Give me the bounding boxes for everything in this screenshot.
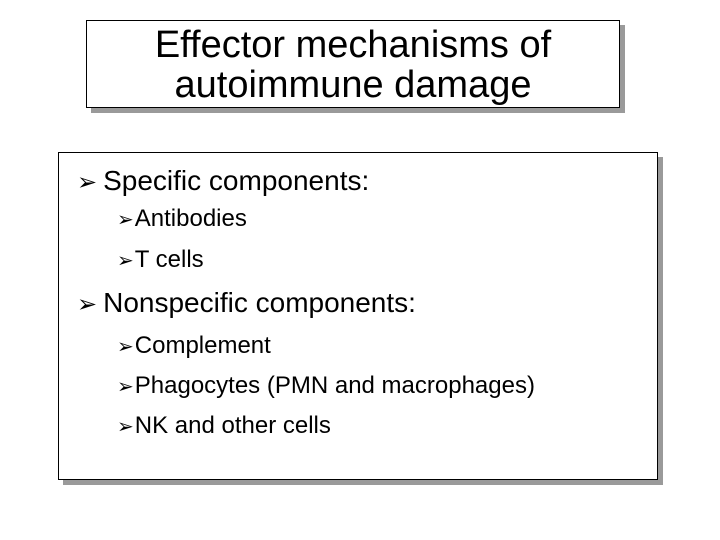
slide-title-line-1: Effector mechanisms of	[154, 24, 552, 66]
list-item: ➢Phagocytes (PMN and macrophages)	[117, 372, 535, 400]
arrow-bullet-icon: ➢	[117, 248, 134, 272]
arrow-bullet-icon: ➢	[117, 207, 134, 231]
arrow-bullet-icon: ➢	[117, 334, 134, 358]
bullet-content-box: ➢Specific components: ➢Antibodies ➢T cel…	[58, 152, 658, 480]
list-item: ➢Antibodies	[117, 205, 247, 233]
section-heading-label: Nonspecific components:	[103, 287, 416, 318]
list-item: ➢T cells	[117, 246, 204, 274]
section-heading-nonspecific: ➢Nonspecific components:	[77, 287, 416, 319]
slide-title-box: Effector mechanisms of autoimmune damage	[86, 20, 620, 108]
list-item: ➢Complement	[117, 332, 271, 360]
section-heading-label: Specific components:	[103, 165, 370, 196]
list-item-label: T cells	[134, 246, 204, 273]
arrow-bullet-icon: ➢	[77, 168, 98, 196]
list-item: ➢NK and other cells	[117, 412, 331, 440]
section-heading-specific: ➢Specific components:	[77, 165, 369, 197]
list-item-label: Antibodies	[134, 205, 247, 232]
slide-title-line-2: autoimmune damage	[174, 64, 532, 106]
arrow-bullet-icon: ➢	[77, 290, 98, 318]
list-item-label: Phagocytes (PMN and macrophages)	[134, 372, 535, 399]
list-item-label: Complement	[134, 332, 271, 359]
arrow-bullet-icon: ➢	[117, 374, 134, 398]
arrow-bullet-icon: ➢	[117, 414, 134, 438]
list-item-label: NK and other cells	[134, 412, 331, 439]
